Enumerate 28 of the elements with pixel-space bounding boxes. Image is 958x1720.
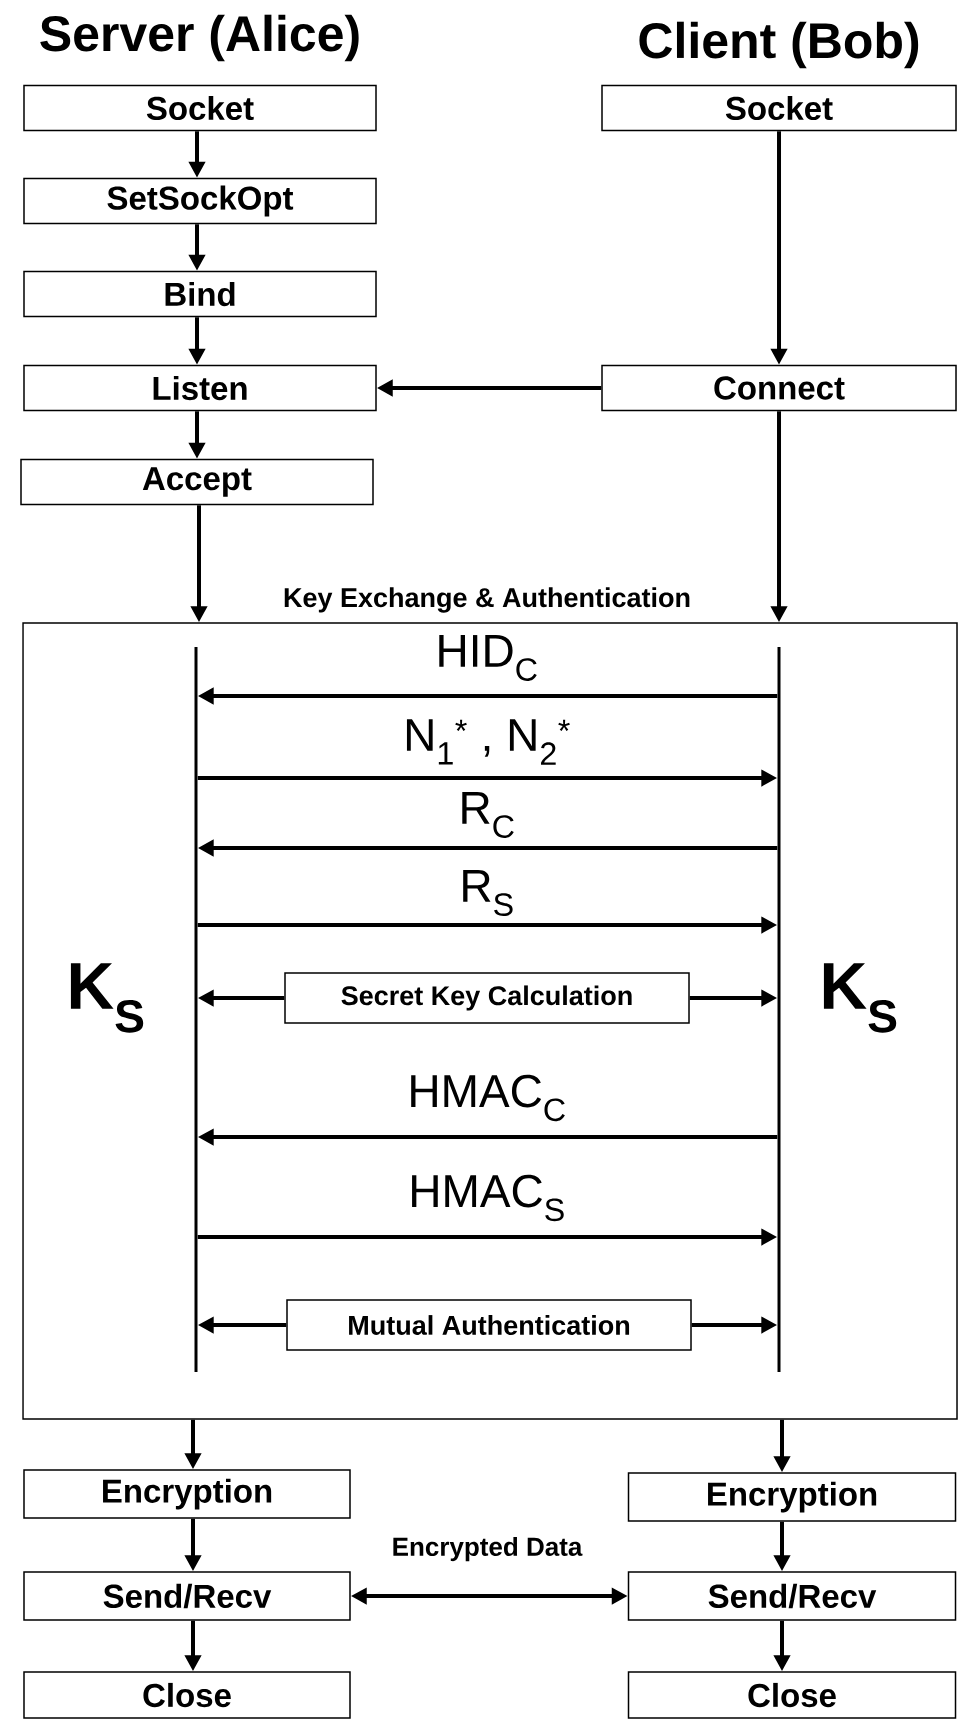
process-box: Encryption <box>627 1472 957 1522</box>
edge-label: N$_{1}$$^{*}$ , N$_{2}$* <box>402 718 572 766</box>
process-box: Send/Recv <box>627 1571 957 1621</box>
process-box: Accept <box>20 458 374 506</box>
edge-label: HMAC$_{C}$ <box>406 1073 568 1123</box>
lifeline <box>777 647 781 1372</box>
process-box: SetSockOpt <box>23 177 377 225</box>
process-box: Bind <box>23 270 377 318</box>
node-label: Key Exchange & Authentication <box>284 587 690 613</box>
process-box: Socket <box>601 84 957 132</box>
edge-label: Encrypted Data <box>390 1535 584 1563</box>
process-box: Send/Recv <box>23 1571 351 1621</box>
edge-label: HMAC$_{S}$ <box>407 1173 567 1223</box>
process-box: Mutual Authentication <box>286 1299 692 1351</box>
key-label: K$_{S}$ <box>70 963 144 1033</box>
edge-label: R$_{S}$ <box>458 869 516 917</box>
lifeline <box>194 647 198 1372</box>
process-box: Connect <box>601 364 957 412</box>
process-box: Encryption <box>23 1469 351 1519</box>
edge-label: HID$_{C}$ <box>434 634 540 682</box>
key-label: K$_{S}$ <box>823 963 897 1033</box>
process-box: Socket <box>23 84 377 132</box>
process-box: Close <box>23 1671 351 1719</box>
process-box: Secret Key Calculation <box>284 972 690 1024</box>
process-box: Close <box>627 1671 957 1719</box>
process-box: Listen <box>23 364 377 412</box>
edge-label: R$_{C}$ <box>457 791 517 839</box>
column-heading: Server (Alice) <box>40 14 359 62</box>
